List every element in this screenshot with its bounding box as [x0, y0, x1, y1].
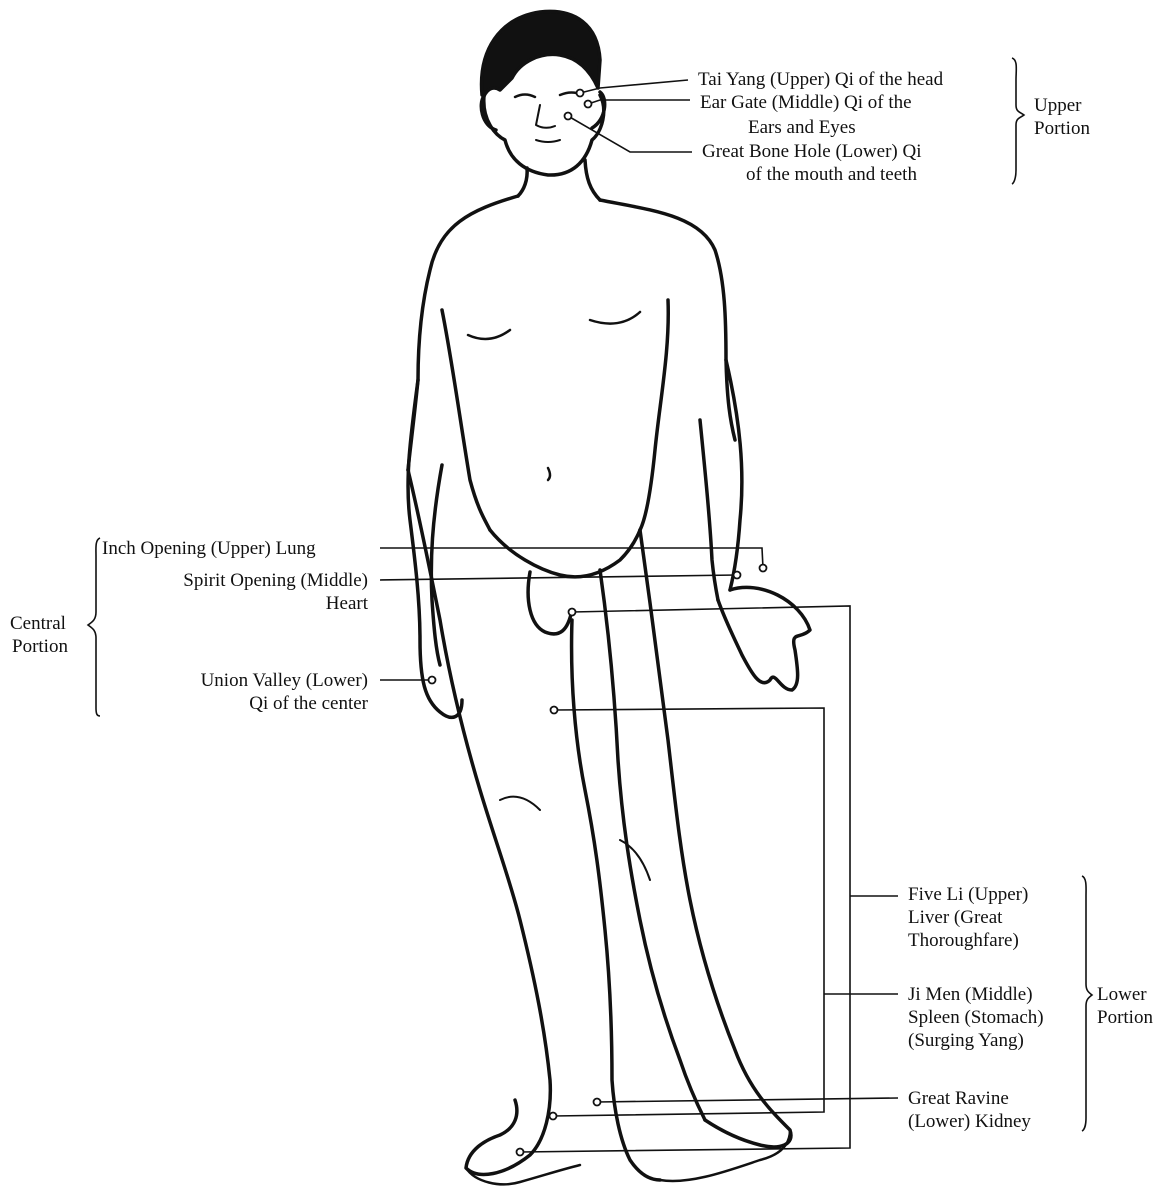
label-ji-men-l3: (Surging Yang)	[908, 1029, 1024, 1052]
point-five-li	[569, 609, 576, 616]
point-inch-opening	[760, 565, 767, 572]
briefs	[490, 530, 640, 577]
heading-lower-l1: Lower	[1097, 983, 1147, 1006]
lower-brace	[1082, 876, 1092, 1131]
point-union-valley	[429, 677, 436, 684]
heading-central-l1: Central	[10, 612, 66, 635]
neck	[518, 168, 527, 196]
point-ear-gate	[585, 101, 592, 108]
label-spirit-opening-l2: Heart	[326, 592, 368, 615]
label-great-ravine-l1: Great Ravine	[908, 1087, 1009, 1110]
label-inch-opening: Inch Opening (Upper) Lung	[102, 537, 316, 560]
point-tai-yang	[577, 90, 584, 97]
heading-upper-l2: Portion	[1034, 117, 1090, 140]
label-five-li-l3: Thoroughfare)	[908, 929, 1019, 952]
point-great-ravine	[594, 1099, 601, 1106]
upper-brace	[1012, 58, 1024, 184]
label-tai-yang: Tai Yang (Upper) Qi of the head	[698, 68, 943, 91]
leader-great-ravine	[597, 1098, 898, 1102]
right-hand	[718, 587, 810, 690]
right-leg	[640, 530, 791, 1147]
label-ear-gate-l1: Ear Gate (Middle) Qi of the	[700, 91, 912, 114]
label-five-li-l1: Five Li (Upper)	[908, 883, 1028, 906]
central-brace	[88, 538, 100, 716]
leader-great-bone-hole	[568, 116, 692, 152]
point-ji-men-foot	[550, 1113, 557, 1120]
label-ji-men-l1: Ji Men (Middle)	[908, 983, 1033, 1006]
label-union-valley-l1: Union Valley (Lower)	[201, 669, 368, 692]
point-spirit-opening	[734, 572, 741, 579]
leader-ji-men	[553, 708, 824, 1116]
heading-upper-l1: Upper	[1034, 94, 1081, 117]
leader-inch-opening	[380, 548, 763, 568]
label-ji-men-l2: Spleen (Stomach)	[908, 1006, 1044, 1029]
label-spirit-opening-l1: Spirit Opening (Middle)	[183, 569, 368, 592]
label-great-bone-hole-l1: Great Bone Hole (Lower) Qi	[702, 140, 921, 163]
label-ear-gate-l2: Ears and Eyes	[748, 116, 856, 139]
label-five-li-l2: Liver (Great	[908, 906, 1002, 929]
point-great-bone-hole	[565, 113, 572, 120]
label-union-valley-l2: Qi of the center	[249, 692, 368, 715]
label-great-ravine-l2: (Lower) Kidney	[908, 1110, 1031, 1133]
heading-central-l2: Portion	[12, 635, 68, 658]
point-ji-men	[551, 707, 558, 714]
label-great-bone-hole-l2: of the mouth and teeth	[746, 163, 917, 186]
hair	[482, 11, 600, 96]
point-five-li-foot	[517, 1149, 524, 1156]
heading-lower-l2: Portion	[1097, 1006, 1153, 1029]
